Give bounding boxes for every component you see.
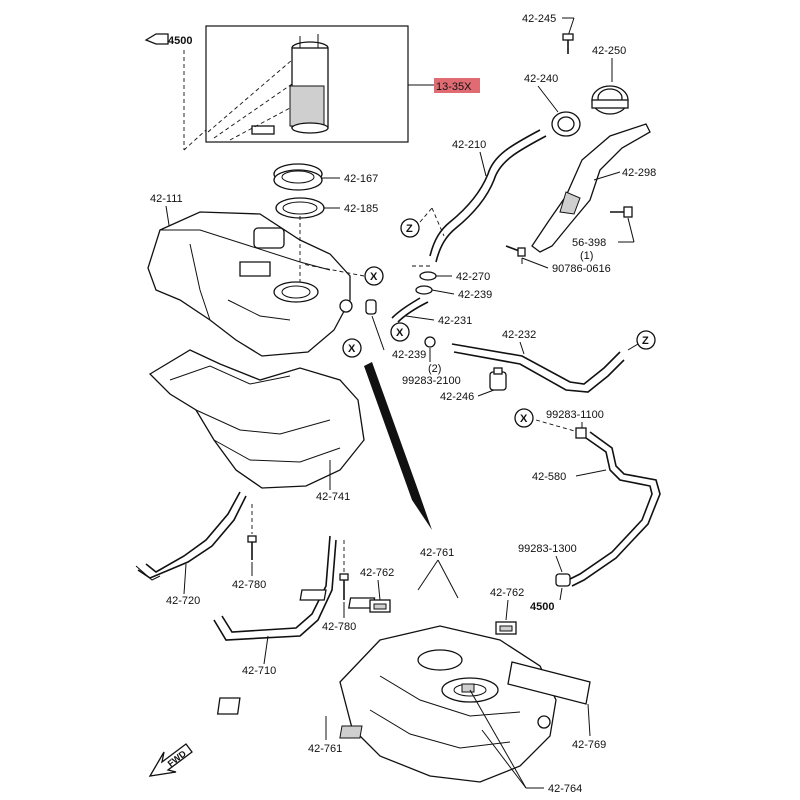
marker-x-2-label: X: [396, 327, 404, 339]
clamp-99283-1300: [555, 573, 571, 587]
fuel-cap-icon: [591, 85, 629, 115]
fuel-tank-42-111: [147, 211, 353, 357]
label-42-250: 42-250: [592, 45, 626, 57]
label-42-245: 42-245: [522, 13, 556, 25]
marker-x-2: [390, 322, 410, 342]
label-42-769: 42-769: [572, 739, 606, 751]
lock-ring-icon: [273, 163, 323, 191]
label-42-761-a: 42-761: [420, 547, 454, 559]
clamp-99283-2100: [424, 336, 436, 348]
label-42-111: 42-111: [150, 193, 183, 205]
label-99283-1300: 99283-1300: [518, 543, 577, 555]
marker-z-right-label: Z: [642, 335, 649, 347]
bolt-56-398-icon: [610, 206, 633, 218]
fuel-pump-detail-box: [205, 25, 409, 143]
tank-strap-42-710: [213, 535, 337, 641]
label-42-720: 42-720: [166, 595, 200, 607]
marker-x-4-label: X: [520, 413, 528, 425]
label-42-580: 42-580: [532, 471, 566, 483]
label-4500-top: 4500: [168, 35, 192, 47]
pipe-42-580: [567, 437, 653, 581]
label-42-762-b: 42-762: [490, 587, 524, 599]
tank-strap-42-720: [135, 491, 247, 581]
fwd-arrow-icon: [148, 743, 193, 777]
label-42-246: 42-246: [440, 391, 474, 403]
label-13-35x: 13-35X: [436, 81, 472, 93]
label-42-167: 42-167: [344, 173, 378, 185]
highlight-box: [434, 78, 480, 93]
filler-ring-icon: [551, 111, 581, 137]
filler-bracket: [531, 123, 651, 253]
insulator-42-761-bottom: [216, 697, 241, 715]
filler-pipe: [435, 135, 547, 263]
label-42-270: 42-270: [456, 271, 490, 283]
marker-z-top-label: Z: [406, 223, 413, 235]
hose-42-232: [451, 343, 621, 385]
label-56-398-qty: (1): [580, 250, 593, 262]
label-99283-2100: 99283-2100: [402, 375, 461, 387]
label-42-780-a: 42-780: [232, 579, 266, 591]
label-42-185: 42-185: [344, 203, 378, 215]
hose-clamp-42-239: [415, 285, 433, 295]
bolt-42-780-b: [339, 573, 349, 600]
view-arrow-icon: [364, 362, 432, 530]
insulator-42-769: [507, 661, 591, 705]
grommet-42-246: [489, 367, 507, 391]
marker-x-4: [514, 408, 534, 428]
hose-clamp-42-270: [419, 271, 437, 281]
marker-x-3-label: X: [348, 343, 356, 355]
bolt-icon: [562, 33, 574, 54]
label-42-741: 42-741: [316, 491, 350, 503]
fuel-tank-underside: [339, 625, 557, 783]
label-42-210: 42-210: [452, 139, 486, 151]
marker-x-3: [342, 338, 362, 358]
label-42-240: 42-240: [524, 73, 558, 85]
marker-z-top: [400, 218, 420, 238]
label-42-710: 42-710: [242, 665, 276, 677]
clip-42-239-b: [365, 299, 377, 315]
label-42-231: 42-231: [438, 315, 472, 327]
label-42-762-a: 42-762: [360, 567, 394, 579]
screw-90786-icon: [505, 245, 526, 257]
label-42-761-b: 42-761: [308, 743, 342, 755]
label-42-764: 42-764: [548, 783, 582, 795]
label-99283-1100: 99283-1100: [546, 409, 604, 421]
marker-x-1-label: X: [370, 271, 378, 283]
label-42-239-a: 42-239: [458, 289, 492, 301]
marker-x-1: [364, 266, 384, 286]
label-56-398: 56-398: [572, 237, 606, 249]
hose-42-231: [391, 297, 421, 319]
tank-protector-42-741: [148, 349, 365, 489]
label-42-239-b: 42-239: [392, 349, 426, 361]
gasket-icon: [275, 197, 325, 219]
label-4500-bottom: 4500: [530, 601, 554, 613]
insulator-42-761-left: [299, 589, 327, 601]
label-90786-0616: 90786-0616: [552, 263, 611, 275]
label-42-232: 42-232: [502, 329, 536, 341]
label-99283-2100-qty: (2): [428, 363, 441, 375]
ref-arrow-icon: [144, 33, 169, 45]
bolt-42-780-a: [247, 535, 257, 560]
marker-z-right: [636, 330, 656, 350]
label-42-780-b: 42-780: [322, 621, 356, 633]
label-42-298: 42-298: [622, 167, 656, 179]
clamp-99283-1100: [575, 427, 587, 439]
fuel-pump-module: [251, 34, 329, 135]
